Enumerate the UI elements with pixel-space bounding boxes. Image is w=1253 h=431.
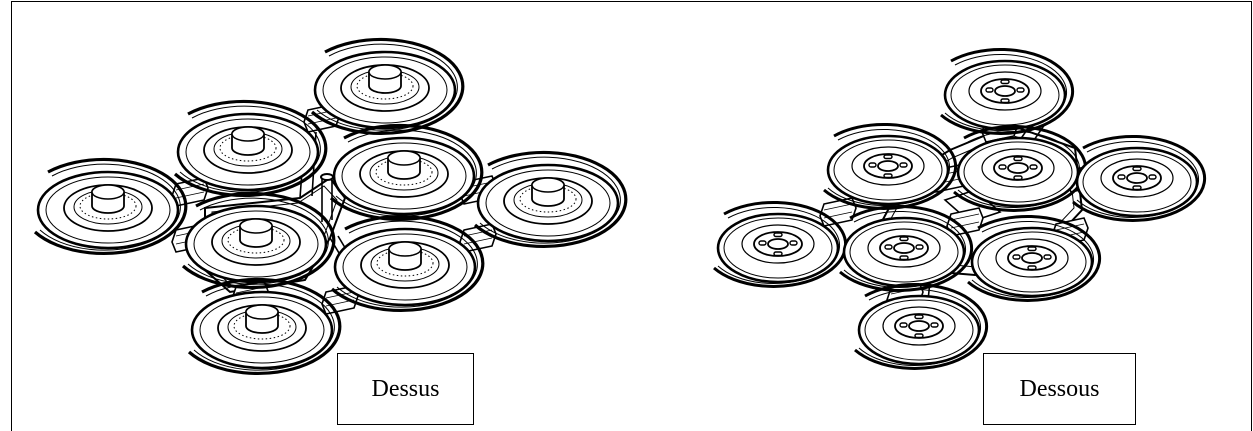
top-view-caption: Dessus bbox=[337, 353, 474, 425]
bottom-view-assembly bbox=[712, 47, 1207, 370]
bottom-view-pad bbox=[853, 282, 989, 370]
top-view-pad bbox=[33, 157, 188, 256]
bottom-view-pad bbox=[966, 214, 1102, 302]
top-view-pad bbox=[473, 150, 628, 249]
bottom-view-pad bbox=[939, 47, 1075, 135]
bottom-view-pad bbox=[952, 124, 1088, 212]
top-view-pad bbox=[187, 277, 342, 376]
bottom-view-pad bbox=[712, 200, 848, 288]
bottom-view-pad bbox=[1071, 134, 1207, 222]
bottom-view-caption: Dessous bbox=[983, 353, 1136, 425]
bottom-view-pad bbox=[822, 122, 958, 210]
top-view-pad bbox=[329, 123, 484, 222]
top-view-assembly bbox=[33, 37, 628, 376]
bottom-view-pad bbox=[838, 204, 974, 292]
top-view-pad bbox=[181, 191, 336, 290]
